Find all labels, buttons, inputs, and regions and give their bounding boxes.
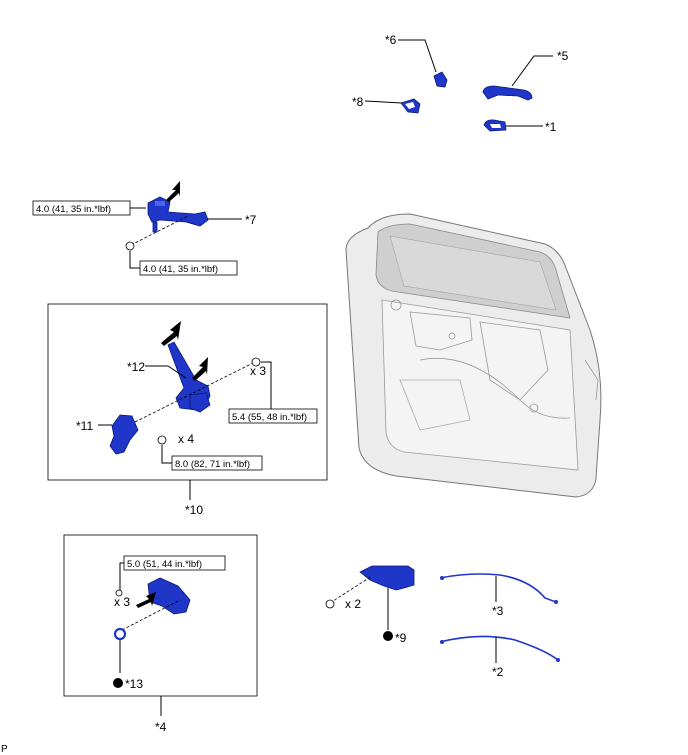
torque-7a: 4.0 (41, 35 in.*lbf)	[36, 204, 111, 215]
part-5: *5	[482, 49, 569, 101]
group-10-frame	[47, 303, 328, 481]
qty-12: x 3	[250, 364, 266, 378]
qty-11: x 4	[178, 432, 194, 446]
label-p9: *9	[395, 631, 407, 645]
part-11: *11 x 4 8.0 (82, 71 in.*lbf)	[76, 414, 263, 471]
label-p10: *10	[185, 503, 203, 517]
part-7: *7 4.0 (41, 35 in.*lbf) 4.0 (41, 35 in.*…	[32, 181, 257, 276]
label-p5: *5	[557, 49, 569, 63]
part-6: *6	[385, 33, 448, 88]
bolt-icon	[125, 241, 135, 251]
part-8: *8	[352, 95, 421, 114]
bolt-icon	[157, 435, 167, 445]
label-p11: *11	[76, 419, 93, 433]
part-12: *12 x 3 5.4 (55, 48 in.*lbf)	[127, 321, 318, 424]
torque-7b: 4.0 (41, 35 in.*lbf)	[143, 264, 218, 275]
label-p4: *4	[155, 720, 167, 734]
cable-2: *2	[439, 635, 560, 679]
label-p3: *3	[492, 604, 504, 618]
bolt-icon	[115, 589, 123, 597]
part-4: x 3 5.0 (51, 44 in.*lbf)	[114, 555, 226, 631]
label-p13: *13	[125, 677, 143, 691]
label-p12: *12	[127, 360, 145, 374]
torque-11: 8.0 (82, 71 in.*lbf)	[175, 459, 250, 470]
torque-4: 5.0 (51, 44 in.*lbf)	[127, 559, 202, 570]
bolt-icon	[325, 599, 335, 609]
bolt-icon	[251, 357, 261, 367]
non-reusable-dot-icon	[113, 678, 123, 688]
part-9: x 2 *9	[325, 565, 415, 645]
label-p2: *2	[492, 665, 504, 679]
part-13: *13	[113, 627, 143, 691]
label-p7: *7	[245, 213, 257, 227]
qty-4: x 3	[114, 595, 130, 609]
qty-9: x 2	[345, 597, 361, 611]
corner-code: P	[1, 744, 8, 755]
label-p6: *6	[385, 33, 397, 47]
door-panel	[345, 213, 602, 498]
part-1: *1	[483, 119, 557, 134]
label-p8: *8	[352, 95, 364, 109]
non-reusable-dot-icon	[383, 631, 393, 641]
cable-3: *3	[439, 573, 558, 618]
torque-12: 5.4 (55, 48 in.*lbf)	[232, 412, 307, 423]
label-p1: *1	[545, 120, 557, 134]
